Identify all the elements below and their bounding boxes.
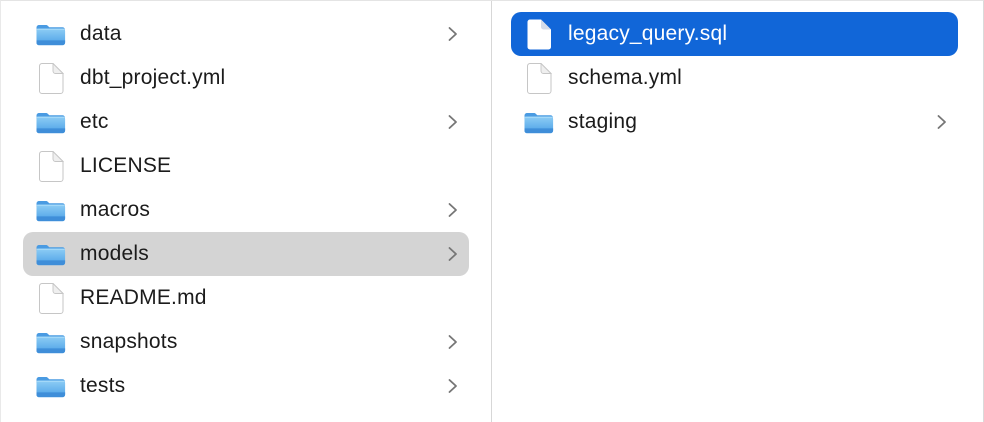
folder-icon <box>35 198 66 223</box>
folder-icon <box>35 22 66 47</box>
list-item[interactable]: etc <box>23 100 469 144</box>
item-label: snapshots <box>80 330 178 353</box>
folder-icon <box>35 242 66 267</box>
finder-column-contents: legacy_query.sql schema.yml staging <box>492 1 983 422</box>
document-icon <box>35 282 66 314</box>
chevron-right-icon <box>446 112 459 132</box>
item-label: tests <box>80 374 126 397</box>
item-label: legacy_query.sql <box>568 22 728 45</box>
item-label: data <box>80 22 122 45</box>
chevron-right-icon <box>935 112 948 132</box>
item-label: schema.yml <box>568 66 683 89</box>
document-icon <box>523 62 554 94</box>
list-item[interactable]: dbt_project.yml <box>23 56 469 100</box>
list-item[interactable]: staging <box>511 100 958 144</box>
item-label: macros <box>80 198 151 221</box>
list-item[interactable]: macros <box>23 188 469 232</box>
item-label: etc <box>80 110 109 133</box>
item-label: README.md <box>80 286 207 309</box>
chevron-right-icon <box>446 200 459 220</box>
list-item[interactable]: LICENSE <box>23 144 469 188</box>
item-label: dbt_project.yml <box>80 66 226 89</box>
chevron-right-icon <box>446 332 459 352</box>
list-item[interactable]: legacy_query.sql <box>511 12 958 56</box>
folder-icon <box>35 330 66 355</box>
chevron-right-icon <box>446 244 459 264</box>
chevron-right-icon <box>446 24 459 44</box>
document-icon <box>523 19 554 50</box>
document-icon <box>35 150 66 182</box>
item-label: LICENSE <box>80 154 172 177</box>
document-icon <box>35 62 66 94</box>
folder-icon <box>523 110 554 135</box>
item-label: staging <box>568 110 638 133</box>
folder-icon <box>35 110 66 135</box>
list-item[interactable]: snapshots <box>23 320 469 364</box>
item-label: models <box>80 242 149 265</box>
list-item[interactable]: schema.yml <box>511 56 958 100</box>
list-item[interactable]: data <box>23 12 469 56</box>
list-item[interactable]: README.md <box>23 276 469 320</box>
list-item[interactable]: tests <box>23 364 469 408</box>
folder-icon <box>35 374 66 399</box>
list-item[interactable]: models <box>23 232 469 276</box>
chevron-right-icon <box>446 376 459 396</box>
